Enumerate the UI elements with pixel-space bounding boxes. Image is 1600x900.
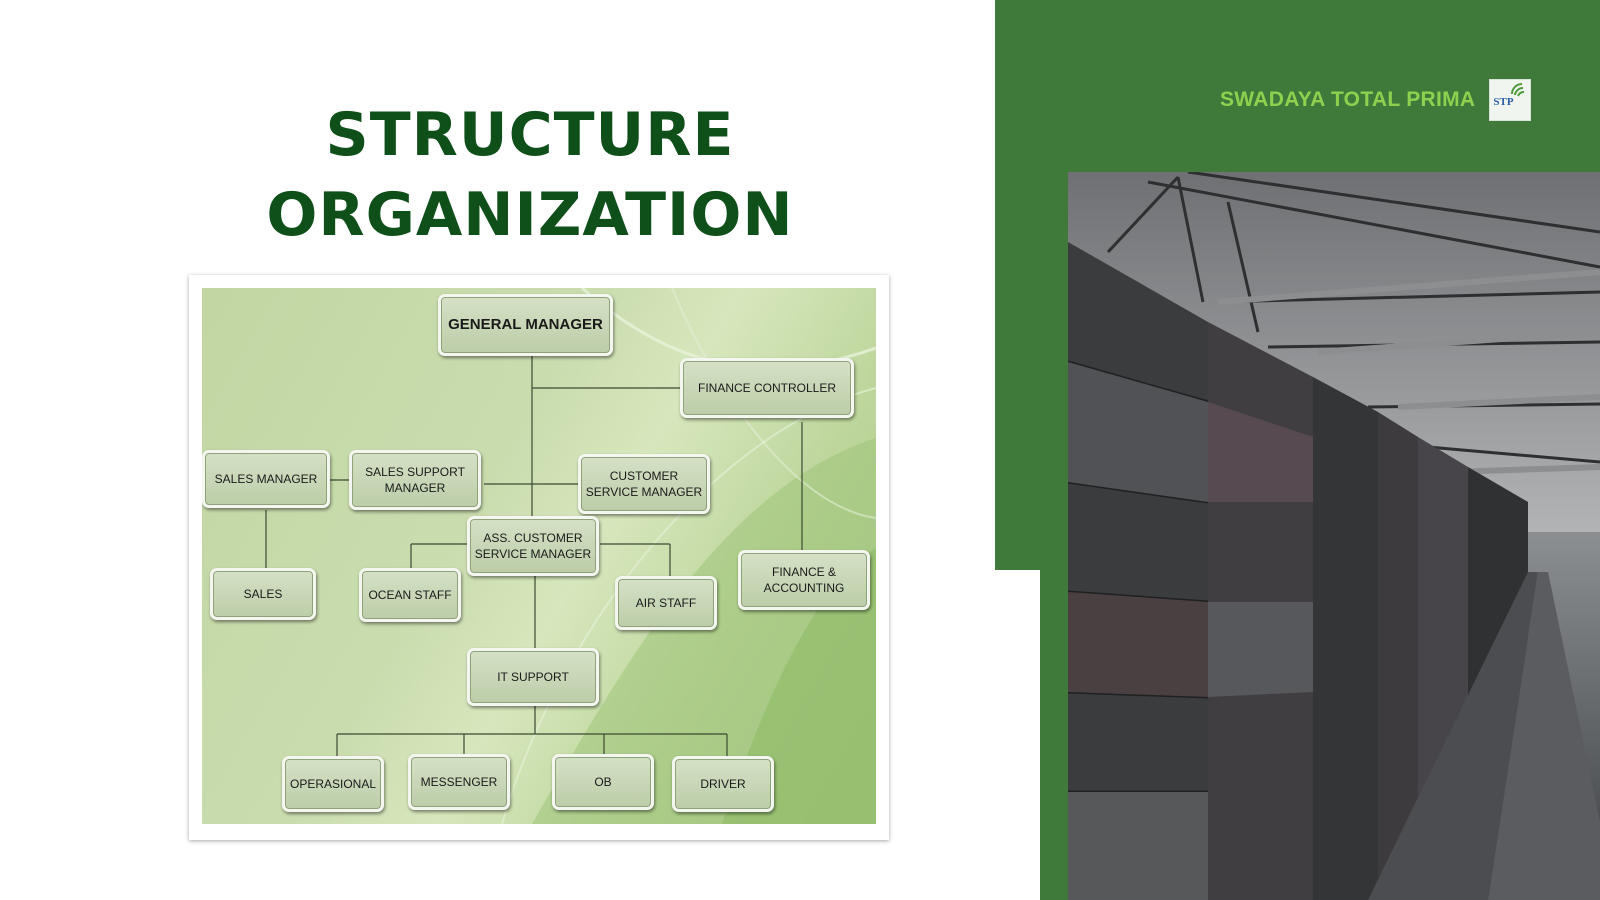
- org-chart: GENERAL MANAGER FINANCE CONTROLLER SALES…: [202, 288, 876, 824]
- panel-cutout: [995, 570, 1040, 900]
- company-logo: STP: [1489, 79, 1532, 121]
- node-driver: DRIVER: [672, 756, 774, 812]
- node-finance-accounting: FINANCE & ACCOUNTING: [738, 550, 870, 610]
- logo-text: STP: [1493, 96, 1514, 108]
- org-chart-connectors: [265, 354, 803, 758]
- slide-title: STRUCTURE ORGANIZATION: [200, 95, 860, 255]
- org-chart-frame: GENERAL MANAGER FINANCE CONTROLLER SALES…: [189, 275, 889, 840]
- node-sales-support-manager: SALES SUPPORT MANAGER: [349, 450, 481, 510]
- node-ass-customer-service-manager: ASS. CUSTOMER SERVICE MANAGER: [467, 516, 599, 576]
- node-ob: OB: [552, 754, 654, 810]
- node-finance-controller: FINANCE CONTROLLER: [680, 358, 854, 418]
- node-it-support: IT SUPPORT: [467, 648, 599, 706]
- node-sales: SALES: [210, 568, 316, 620]
- node-general-manager: GENERAL MANAGER: [438, 294, 613, 356]
- node-customer-service-manager: CUSTOMER SERVICE MANAGER: [578, 454, 710, 514]
- node-ocean-staff: OCEAN STAFF: [359, 568, 461, 622]
- node-operasional: OPERASIONAL: [282, 756, 384, 812]
- brand-header: SWADAYA TOTAL PRIMA STP: [1220, 79, 1532, 121]
- node-sales-manager: SALES MANAGER: [202, 450, 330, 508]
- node-air-staff: AIR STAFF: [615, 576, 717, 630]
- title-line-2: ORGANIZATION: [266, 180, 794, 250]
- brand-name: SWADAYA TOTAL PRIMA: [1220, 88, 1476, 111]
- container-ship-photo: [1068, 172, 1600, 900]
- title-line-1: STRUCTURE: [325, 100, 735, 170]
- node-messenger: MESSENGER: [408, 754, 510, 810]
- panel-accent-strip: [1040, 560, 1068, 900]
